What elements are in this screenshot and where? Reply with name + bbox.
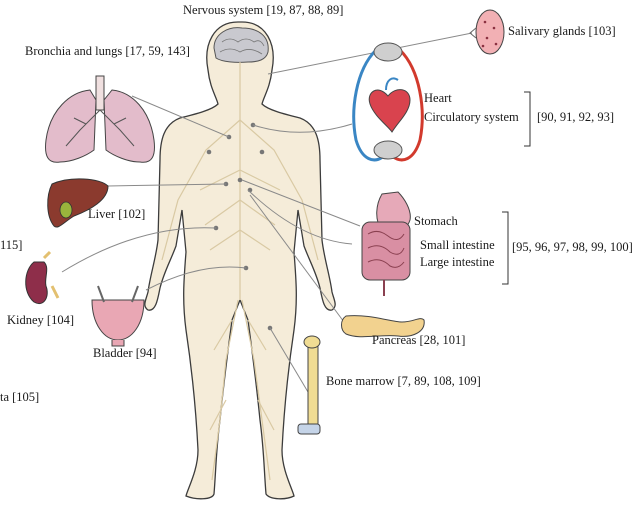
label-circulatory-refs: [90, 91, 92, 93] (537, 110, 615, 124)
brain-icon (213, 27, 269, 63)
salivary-gland-icon (469, 9, 505, 55)
label-salivary-glands: Salivary glands [103] (508, 24, 616, 38)
label-stomach: Stomach (414, 214, 458, 228)
circulatory-bracket (524, 91, 531, 147)
label-kidney: Kidney [104] (7, 313, 74, 327)
liver-icon (47, 178, 109, 228)
label-large-intestine: Large intestine (420, 255, 495, 269)
label-bronchia-lungs: Bronchia and lungs [17, 59, 143] (25, 44, 190, 58)
circulatory-icon (352, 42, 424, 162)
label-heart: Heart (424, 91, 452, 105)
label-gi-refs: [95, 96, 97, 98, 99, 100] (512, 240, 633, 254)
kidney-icon (25, 250, 60, 304)
label-small-intestine: Small intestine (420, 238, 495, 252)
label-pancreas: Pancreas [28, 101] (372, 333, 466, 347)
label-liver: Liver [102] (88, 207, 146, 221)
digestive-bracket (502, 211, 509, 285)
connector-lines (61, 32, 473, 393)
digestive-icon (361, 191, 411, 296)
label-circulatory-system: Circulatory system (424, 110, 519, 124)
label-bladder: Bladder [94] (93, 346, 157, 360)
lungs-icon (45, 75, 155, 163)
label-nervous-system: Nervous system [19, 87, 88, 89] (183, 3, 344, 17)
pancreas-icon (341, 315, 425, 338)
bone-marrow-icon (297, 335, 321, 435)
brain-folds (219, 38, 265, 55)
bladder-icon (91, 285, 145, 347)
label-cut-left-bottom: ta [105] (0, 390, 40, 404)
label-cut-left-top: 115] (0, 238, 23, 252)
label-bone-marrow: Bone marrow [7, 89, 108, 109] (326, 374, 481, 388)
